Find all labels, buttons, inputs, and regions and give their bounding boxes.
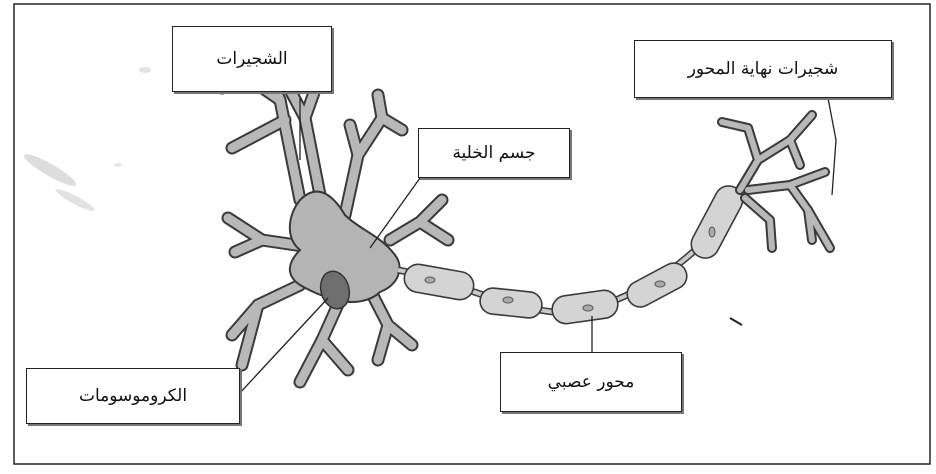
stray-mark	[730, 318, 742, 325]
myelin-segment	[402, 262, 476, 302]
myelin-sheath	[402, 181, 748, 325]
axon-terminals-shape	[722, 115, 830, 248]
myelin-segment	[479, 287, 543, 319]
paper-marks	[21, 67, 151, 214]
label-dendrites: الشجيرات	[172, 26, 332, 92]
label-cell-body: جسم الخلية	[418, 128, 570, 178]
label-axon: محور عصبي	[500, 352, 682, 412]
label-axon-terminals: شجيرات نهاية المحور	[634, 40, 892, 98]
leader-axon-terminals	[828, 98, 836, 195]
label-chromosomes: الكروموسومات	[26, 368, 240, 424]
